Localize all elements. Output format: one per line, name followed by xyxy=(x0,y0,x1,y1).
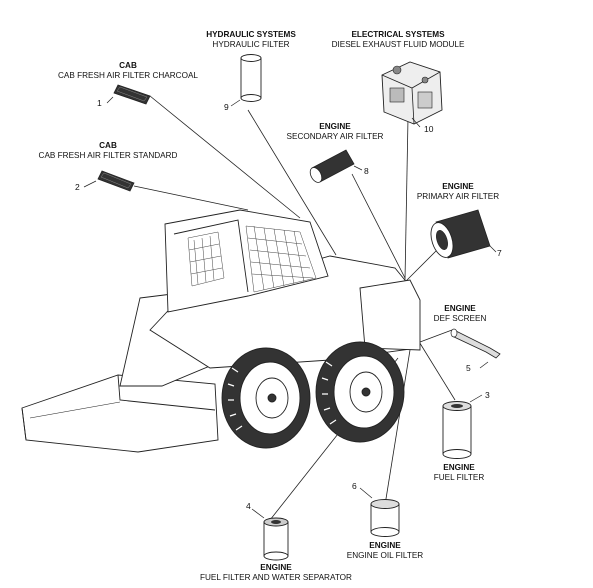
part-category: ENGINE xyxy=(444,304,476,313)
label-group-10: ELECTRICAL SYSTEMS DIESEL EXHAUST FLUID … xyxy=(328,30,468,50)
label-group-1: CAB CAB FRESH AIR FILTER CHARCOAL xyxy=(48,61,208,81)
part-category: ENGINE xyxy=(443,463,475,472)
fuel-water-separator-icon xyxy=(251,508,289,561)
part-number: 3 xyxy=(485,390,490,400)
part-name: CAB FRESH AIR FILTER STANDARD xyxy=(38,151,178,160)
def-screen-icon xyxy=(450,328,501,369)
part-category: ENGINE xyxy=(369,541,401,550)
leader-line-3 xyxy=(417,339,456,401)
hydraulic-filter-icon xyxy=(230,54,262,107)
label-group-8: ENGINE SECONDARY AIR FILTER xyxy=(280,122,390,142)
loader-bucket xyxy=(21,374,219,453)
part-category: CAB xyxy=(119,61,137,70)
part-number: 7 xyxy=(497,248,502,258)
cab-filter-charcoal-icon xyxy=(106,84,151,105)
part-number: 2 xyxy=(75,182,80,192)
part-category: ENGINE xyxy=(319,122,351,131)
operator-cab xyxy=(164,209,329,313)
part-number: 4 xyxy=(246,501,251,511)
part-name: ENGINE OIL FILTER xyxy=(346,551,424,560)
fuel-filter-icon xyxy=(442,394,483,459)
part-name: PRIMARY AIR FILTER xyxy=(416,192,500,201)
leader-line-1 xyxy=(149,95,301,219)
part-category: CAB xyxy=(99,141,117,150)
leader-line-2 xyxy=(133,185,249,211)
part-name: FUEL FILTER xyxy=(433,473,485,482)
label-group-4: ENGINE FUEL FILTER AND WATER SEPARATOR xyxy=(196,563,356,583)
part-name: FUEL FILTER AND WATER SEPARATOR xyxy=(200,573,352,582)
label-group-3: ENGINE FUEL FILTER xyxy=(424,463,494,483)
part-category: ENGINE xyxy=(260,563,292,572)
cab-filter-standard-icon xyxy=(83,170,135,192)
part-number: 5 xyxy=(466,363,471,373)
part-name: CAB FRESH AIR FILTER CHARCOAL xyxy=(58,71,198,80)
leader-line-6 xyxy=(384,349,411,506)
part-number: 10 xyxy=(424,124,434,134)
primary-air-filter-icon xyxy=(430,209,497,259)
cab-cage-grid xyxy=(187,225,317,293)
engine-hood xyxy=(359,279,421,351)
part-name: DIESEL EXHAUST FLUID MODULE xyxy=(331,40,465,49)
leader-line-7 xyxy=(404,249,438,283)
leader-line-9 xyxy=(247,109,337,256)
skid-steer-loader-illustration xyxy=(21,209,421,453)
part-name: DEF SCREEN xyxy=(433,314,487,323)
part-name: SECONDARY AIR FILTER xyxy=(286,132,384,141)
part-category: ENGINE xyxy=(442,182,474,191)
label-group-9: HYDRAULIC SYSTEMS HYDRAULIC FILTER xyxy=(196,30,306,50)
label-group-2: CAB CAB FRESH AIR FILTER STANDARD xyxy=(28,141,188,161)
rear-wheel xyxy=(315,341,405,443)
leader-line-8 xyxy=(351,173,406,279)
part-number: 6 xyxy=(352,481,357,491)
label-group-7: ENGINE PRIMARY AIR FILTER xyxy=(408,182,508,202)
leader-line-10 xyxy=(404,117,409,281)
def-module-icon xyxy=(381,61,443,128)
part-name: HYDRAULIC FILTER xyxy=(212,40,290,49)
label-group-6: ENGINE ENGINE OIL FILTER xyxy=(335,541,435,561)
part-number: 1 xyxy=(97,98,102,108)
part-number: 9 xyxy=(224,102,229,112)
engine-oil-filter-icon xyxy=(359,487,400,537)
part-number: 8 xyxy=(364,166,369,176)
front-wheel xyxy=(221,347,311,449)
secondary-air-filter-icon xyxy=(309,149,363,183)
label-group-5: ENGINE DEF SCREEN xyxy=(430,304,490,324)
part-category: HYDRAULIC SYSTEMS xyxy=(206,30,296,39)
part-category: ELECTRICAL SYSTEMS xyxy=(351,30,445,39)
